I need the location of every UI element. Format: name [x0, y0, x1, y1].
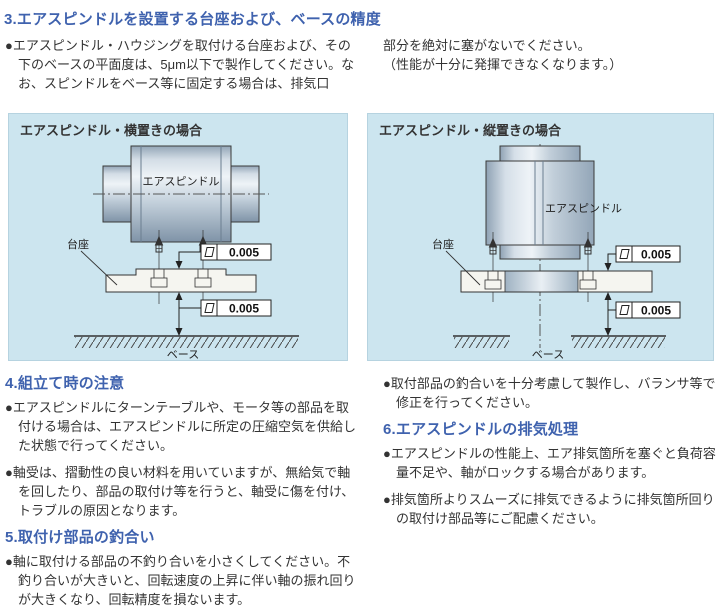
section-3-text: ●エアスピンドル・ハウジングを取付ける台座および、その下のベースの平面度は、5μ…	[5, 36, 723, 101]
flatness-symbol-icon	[619, 305, 630, 315]
balance-note-bullet: ●取付部品の釣合いを十分考慮して製作し、バランサ等で修正を行ってください。	[383, 376, 716, 410]
section-5-heading: 5.取付け部品の釣合い	[5, 529, 155, 546]
horizontal-spindle-diagram: エアスピンドル	[67, 145, 299, 361]
mounting-bolts	[154, 230, 208, 304]
section-6-bullet-1: ●エアスピンドルの性能上、エア排気箇所を塞ぐと負荷容量不足や、軸がロックする場合…	[383, 446, 716, 480]
lower-sections: 4.組立て時の注意 ●エアスピンドルにターンテーブルや、モータ等の部品を取付ける…	[5, 374, 723, 609]
section-3-right-line2: （性能が十分に発揮できなくなります。）	[383, 57, 623, 72]
section-4-bullet-2: ●軸受は、摺動性の良い材料を用いていますが、無給気で軸を回したり、部品の取付け等…	[5, 465, 355, 518]
horizontal-spindle-label: エアスピンドル	[143, 175, 220, 188]
flatness-symbol-icon	[204, 303, 215, 313]
flatness-bottom-value: 0.005	[641, 304, 671, 318]
base-label: ベース	[532, 349, 564, 361]
diagram-panel-vertical: エアスピンドル・縦置きの場合	[367, 113, 714, 361]
diagram-panels: エアスピンドル・横置きの場合	[8, 113, 723, 361]
flatness-callout-top: 0.005	[175, 243, 272, 269]
flatness-callout-bottom: 0.005	[175, 292, 272, 336]
section-6-bullet-2: ●排気箇所よりスムーズに排気できるように排気箇所回りの取付け部品等にご配慮くださ…	[383, 492, 715, 526]
pedestal-label: 台座	[432, 237, 454, 251]
section-4-bullet-1: ●エアスピンドルにターンテーブルや、モータ等の部品を取付ける場合は、エアスピンド…	[5, 400, 357, 453]
section-3-left-text: ●エアスピンドル・ハウジングを取付ける台座および、その下のベースの平面度は、5μ…	[5, 38, 355, 91]
section-4-heading: 4.組立て時の注意	[5, 375, 125, 392]
vertical-spindle-body: エアスピンドル	[485, 145, 622, 260]
flatness-callout-top: 0.005	[604, 245, 681, 271]
flatness-symbol-icon	[619, 249, 630, 259]
base-ground: ベース	[74, 335, 299, 361]
section-6-heading: 6.エアスピンドルの排気処理	[383, 421, 579, 438]
vertical-spindle-diagram: エアスピンドル	[432, 144, 681, 361]
flatness-top-value: 0.005	[641, 248, 671, 262]
diagram-panel-horizontal: エアスピンドル・横置きの場合	[8, 113, 348, 361]
flatness-top-value: 0.005	[229, 246, 259, 260]
vertical-spindle-label: エアスピンドル	[545, 202, 622, 215]
diagram-horizontal-title: エアスピンドル・横置きの場合	[20, 123, 203, 138]
base-ground: ベース	[453, 335, 666, 361]
flatness-symbol-icon	[204, 247, 215, 257]
flatness-callout-bottom: 0.005	[604, 292, 681, 336]
horizontal-spindle-body: エアスピンドル	[93, 145, 269, 243]
section-3-heading: 3.エアスピンドルを設置する台座および、ベースの精度	[4, 11, 381, 28]
pedestal-plate: 台座	[67, 237, 257, 293]
base-label: ベース	[167, 349, 199, 361]
pedestal-label: 台座	[67, 237, 89, 251]
section-3-right-line1: 部分を絶対に塞がないでください。	[383, 38, 591, 53]
section-3-right-text: 部分を絶対に塞がないでください。 （性能が十分に発揮できなくなります。）	[383, 36, 717, 101]
pedestal-plate: 台座	[432, 237, 653, 293]
flatness-bottom-value: 0.005	[229, 302, 259, 316]
section-5-bullet-1: ●軸に取付ける部品の不釣り合いを小さくしてください。不釣り合いが大きいと、回転速…	[5, 554, 356, 607]
diagram-vertical-title: エアスピンドル・縦置きの場合	[379, 123, 562, 138]
